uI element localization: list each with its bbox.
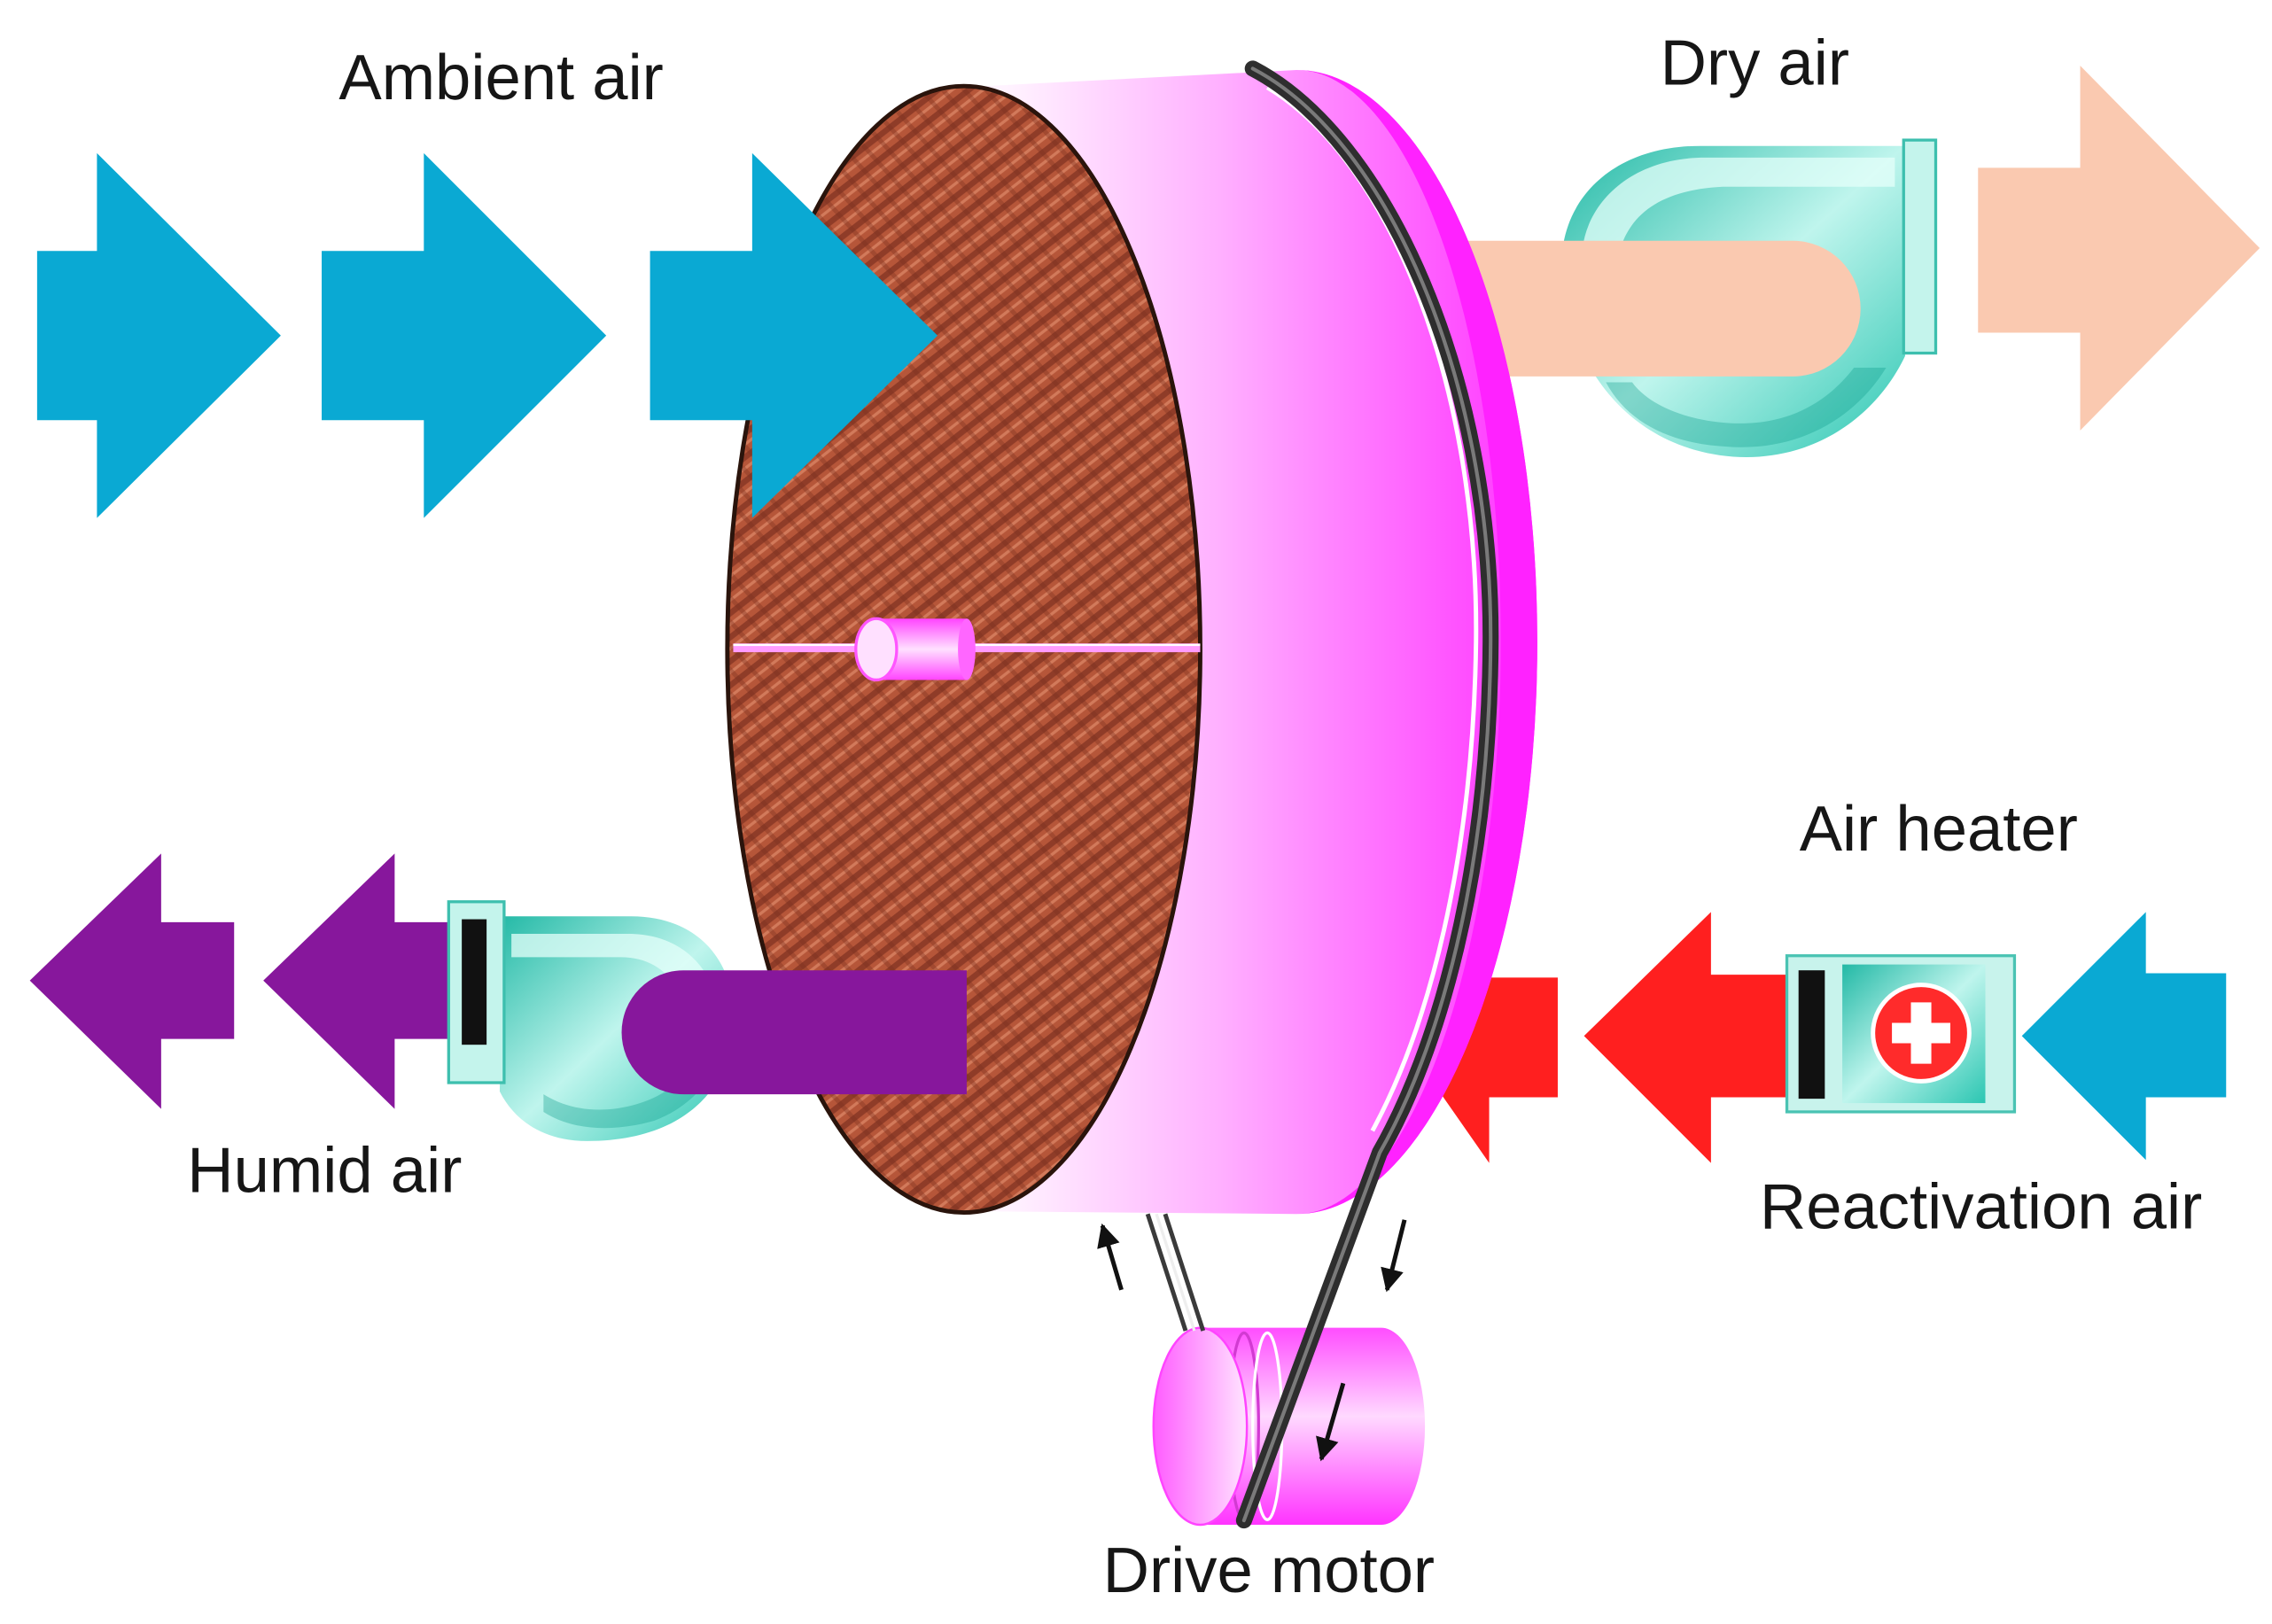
wheel-hub-cap <box>854 617 899 682</box>
reactivation-air-arrow <box>2021 912 2227 1161</box>
drive-belt-return-1 <box>1145 1213 1188 1332</box>
rotation-arrow-motor <box>1316 1382 1346 1462</box>
heater-plus-icon <box>1871 983 1972 1084</box>
drive-belt-return-gap <box>1155 1213 1196 1332</box>
air-heater-damper <box>1798 970 1825 1100</box>
heater-plus-icon-cross <box>1892 1002 1950 1064</box>
rotation-arrow-down <box>1381 1219 1407 1293</box>
reactivation-fan-shadow <box>543 1050 722 1129</box>
humid-air-arrow-2 <box>263 853 465 1109</box>
drive-belt <box>1145 60 1499 1529</box>
humid-air-label: Humid air <box>187 1135 462 1207</box>
process-fan-shadow <box>1606 368 1887 447</box>
ambient-air-label: Ambient air <box>338 42 663 113</box>
drive-belt-highlight <box>1241 66 1493 1523</box>
ambient-air-arrow-1 <box>36 152 281 518</box>
air-heater-label: Air heater <box>1800 793 2078 865</box>
drive-motor-cap <box>1152 1326 1249 1527</box>
drive-motor-label: Drive motor <box>1103 1535 1435 1606</box>
reactivation-fan-damper <box>462 919 487 1045</box>
reactivation-air-label: Reactivation air <box>1760 1171 2202 1243</box>
humid-air-duct <box>621 970 967 1095</box>
dry-air-label: Dry air <box>1661 27 1849 99</box>
process-fan-highlight <box>1582 157 1895 248</box>
dry-air-duct <box>1445 240 1861 377</box>
rotation-arrow-up <box>1097 1223 1124 1291</box>
drive-belt-return-2 <box>1163 1213 1206 1332</box>
humid-air-arrow-1 <box>29 853 235 1109</box>
wheel-hub <box>854 617 976 682</box>
ambient-air-arrow-3 <box>650 152 938 518</box>
wheel-rim <box>1296 70 1537 1215</box>
heated-air-arrow-1 <box>1401 912 1558 1163</box>
wheel-hub-end <box>958 618 976 680</box>
heated-air-arrow-2 <box>1583 912 1793 1163</box>
dry-air-arrow <box>1978 66 2260 431</box>
reactivation-fan-highlight <box>511 934 719 1022</box>
air-heater <box>1785 954 2017 1114</box>
ambient-air-arrow-2 <box>322 152 607 518</box>
drive-motor <box>1152 1326 1426 1527</box>
process-fan-flange <box>1902 138 1938 355</box>
